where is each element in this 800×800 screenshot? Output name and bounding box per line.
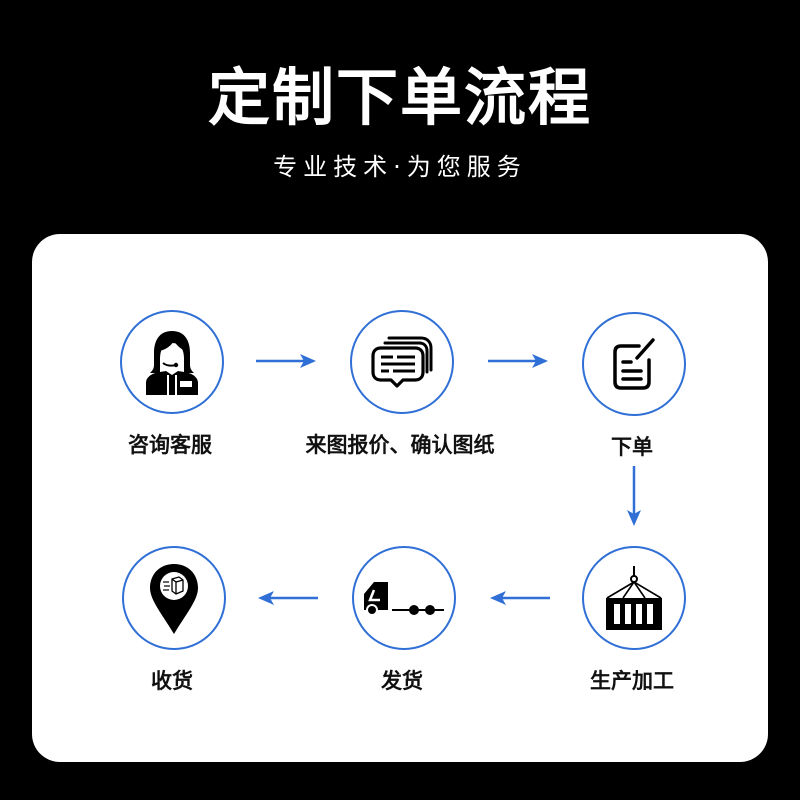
step-circle <box>350 310 454 414</box>
arrow-left-icon <box>490 591 550 605</box>
shipping-container-icon <box>606 566 662 630</box>
step-production: 生产加工 <box>524 546 744 716</box>
step-circle <box>120 310 224 414</box>
step-label: 收货 <box>151 669 193 693</box>
arrow-right-icon <box>256 354 316 368</box>
step-circle <box>352 546 456 650</box>
customer-service-agent-icon <box>146 331 198 395</box>
step-label: 生产加工 <box>590 669 674 693</box>
arrow-right-icon <box>488 354 548 368</box>
step-consult-service: 咨询客服 <box>62 310 282 480</box>
location-pin-package-icon <box>150 564 198 634</box>
edit-document-icon <box>613 338 655 390</box>
chat-bubbles-icon <box>371 336 433 388</box>
step-ship: 发货 <box>294 546 514 716</box>
arrow-down-icon <box>627 466 641 526</box>
step-label: 发货 <box>381 669 423 693</box>
step-label: 来图报价、确认图纸 <box>305 433 495 457</box>
step-place-order: 下单 <box>524 312 744 482</box>
page-title: 定制下单流程 <box>207 61 592 134</box>
step-quote-confirm-drawing: 来图报价、确认图纸 <box>292 310 512 480</box>
step-circle <box>122 546 226 650</box>
step-circle <box>582 546 686 650</box>
step-label: 下单 <box>611 435 653 459</box>
page-subtitle: 专业技术·为您服务 <box>273 153 527 181</box>
step-receive: 收货 <box>64 546 284 716</box>
step-circle <box>582 312 686 416</box>
arrow-left-icon <box>258 591 318 605</box>
step-label: 咨询客服 <box>128 433 212 457</box>
truck-icon <box>364 582 444 616</box>
